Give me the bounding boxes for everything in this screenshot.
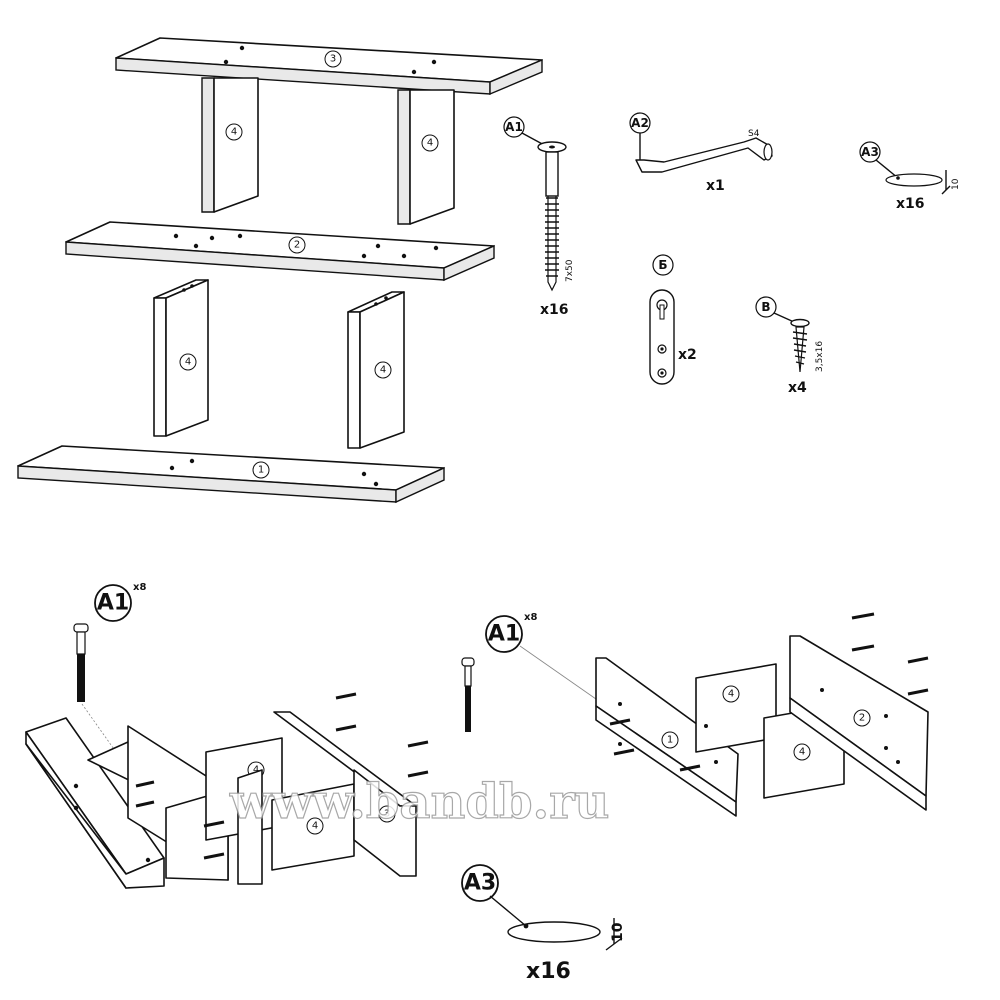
confirmat-screw-icon [73,623,89,702]
upright-right-bottom: 4 [347,291,405,449]
panel-2: 2 [65,221,495,282]
fitting-a1-size: 7x50 [565,259,575,282]
wood-screw-icon [790,318,810,373]
upright-label: 4 [253,765,259,776]
assembly-step-left: A1 x8 4 4 3 [25,582,429,889]
cap-callout: A3 10 x16 [461,864,626,984]
fitting-a2-qty: x1 [706,178,725,194]
upright-label: 4 [312,821,318,832]
fitting-a2-size: S4 [748,129,760,139]
fitting-v-size: 3,5x16 [815,341,825,372]
confirmat-screw-icon [135,692,429,860]
assembly-step-right: A1 x8 1 4 4 2 [461,612,929,817]
fitting-v-qty: x4 [788,380,807,396]
upright-left-top: 4 [201,77,259,213]
fitting-a2: A2 S4 x1 [629,112,773,194]
upright-label: 4 [427,138,433,149]
panel-2-label: 2 [859,713,865,724]
fitting-v-code: B [761,300,770,314]
panel-3-label: 3 [384,809,390,820]
fitting-a1: A1 7x50 x16 [503,116,575,318]
panel-1-label: 1 [667,735,673,746]
panel-2-label: 2 [294,240,300,251]
cap-icon [507,921,601,943]
confirmat-screw-icon [609,612,929,772]
bottom-callout-size: 10 [610,922,626,942]
hanger-plate-icon [649,289,675,385]
panel-1-label: 1 [258,465,264,476]
confirmat-screw-icon [537,141,567,292]
watermark-text: www.bandb.ru [229,774,609,830]
hex-key-icon [635,137,773,173]
upright-right-top: 4 [397,89,455,225]
left-callout-qty: x8 [133,582,146,593]
exploded-view: 3 4 4 2 [17,37,543,504]
fitting-a1-code: A1 [505,120,523,134]
cap-icon [885,173,943,187]
fitting-a3-size: 10 [951,178,961,190]
upright-left-bottom: 4 [153,279,209,437]
fitting-a2-code: A2 [631,116,649,130]
panel-3: 3 [115,37,543,96]
upright-label: 4 [231,127,237,138]
fitting-b-qty: x2 [678,347,697,363]
upright-label: 4 [185,357,191,368]
fitting-v: B 3,5x16 x4 [755,296,825,396]
fitting-b: Б x2 [649,254,697,385]
right-callout-code: A1 [488,622,520,647]
fitting-a1-qty: x16 [540,302,569,318]
fitting-a3-code: A3 [861,145,879,159]
confirmat-screw-icon [461,657,475,732]
right-callout-qty: x8 [524,612,537,623]
bottom-callout-qty: x16 [526,959,571,984]
bottom-callout-code: A3 [464,871,496,896]
upright-label: 4 [728,689,734,700]
upright-label: 4 [380,365,386,376]
panel-3-label: 3 [330,54,336,65]
left-callout-code: A1 [97,591,129,616]
fitting-a3: A3 10 x16 [859,141,961,212]
fitting-b-code: Б [658,258,667,272]
fitting-a3-qty: x16 [896,196,925,212]
fittings-legend: A1 7x50 x16 A2 S4 x1 [503,112,961,396]
panel-1: 1 [17,445,445,504]
upright-label: 4 [799,747,805,758]
